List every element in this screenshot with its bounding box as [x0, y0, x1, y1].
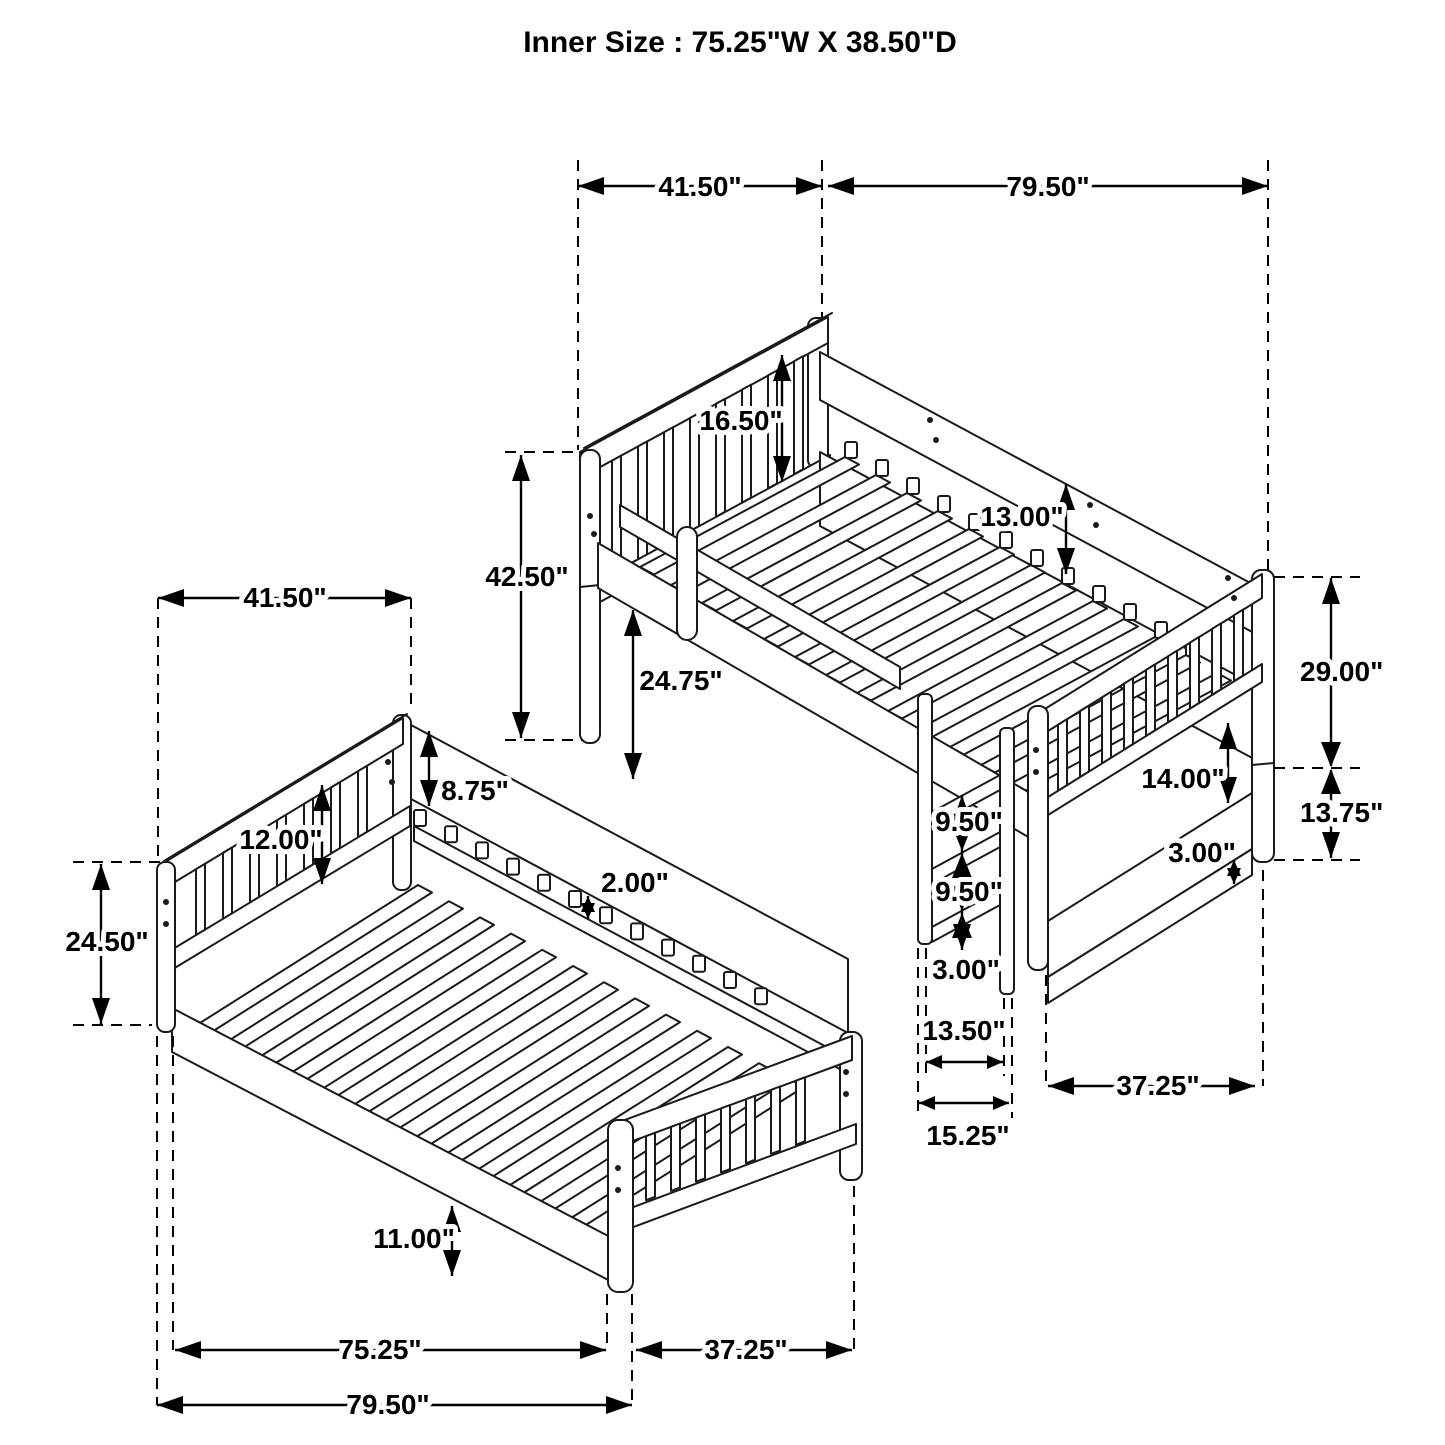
- dim-label-twin-leg-height: 11.00": [373, 1223, 455, 1254]
- twin-bed-drawing: [156, 713, 863, 1293]
- dim-label-foot-width: 37.25": [1116, 1070, 1199, 1101]
- dim-label-top-left-width: 41.50": [658, 171, 741, 202]
- dim-label-twin-rail-height: 8.75": [441, 775, 509, 806]
- dim-label-ladder-outer-width: 15.25": [926, 1120, 1009, 1151]
- dim-label-headboard-guard-height: 16.50": [699, 405, 782, 436]
- dimension-lines: [73, 160, 1360, 1414]
- dim-label-guard-panel-height: 14.00": [1141, 763, 1224, 794]
- dim-label-foot-bottom-board: 3.00": [1168, 837, 1236, 868]
- dim-label-twin-head-height: 24.50": [65, 926, 148, 957]
- dim-label-top-right-width: 79.50": [1006, 171, 1089, 202]
- dim-label-foot-panel-drop: 13.75": [1300, 797, 1383, 828]
- dim-label-deck-to-rail: 13.00": [980, 501, 1063, 532]
- dim-label-bunk-overall-height: 42.50": [485, 561, 568, 592]
- dim-label-ladder-inner-width: 13.50": [922, 1015, 1005, 1046]
- dim-label-twin-headboard-panel: 12.00": [239, 824, 322, 855]
- dim-label-ladder-step-3: 3.00": [932, 954, 1000, 985]
- dim-label-slat-thickness: 2.00": [601, 867, 669, 898]
- upper-bunk-drawing: [579, 312, 1275, 1004]
- dim-label-twin-head-width: 41.50": [243, 582, 326, 613]
- dim-label-twin-foot-width: 37.25": [704, 1334, 787, 1365]
- dim-label-ladder-step-2: 9.50": [935, 876, 1003, 907]
- bunk-footboard: [1027, 569, 1275, 1004]
- dim-label-rail-to-floor: 24.75": [639, 665, 722, 696]
- dim-label-twin-overall-length: 79.50": [346, 1389, 429, 1420]
- page-title: Inner Size : 75.25"W X 38.50"D: [523, 26, 957, 59]
- dim-label-footboard-height: 29.00": [1300, 656, 1383, 687]
- dim-label-twin-inner-length: 75.25": [338, 1334, 421, 1365]
- twin-footboard: [607, 1031, 863, 1293]
- guard-rail-post: [676, 526, 698, 641]
- dim-label-ladder-step-1: 9.50": [935, 806, 1003, 837]
